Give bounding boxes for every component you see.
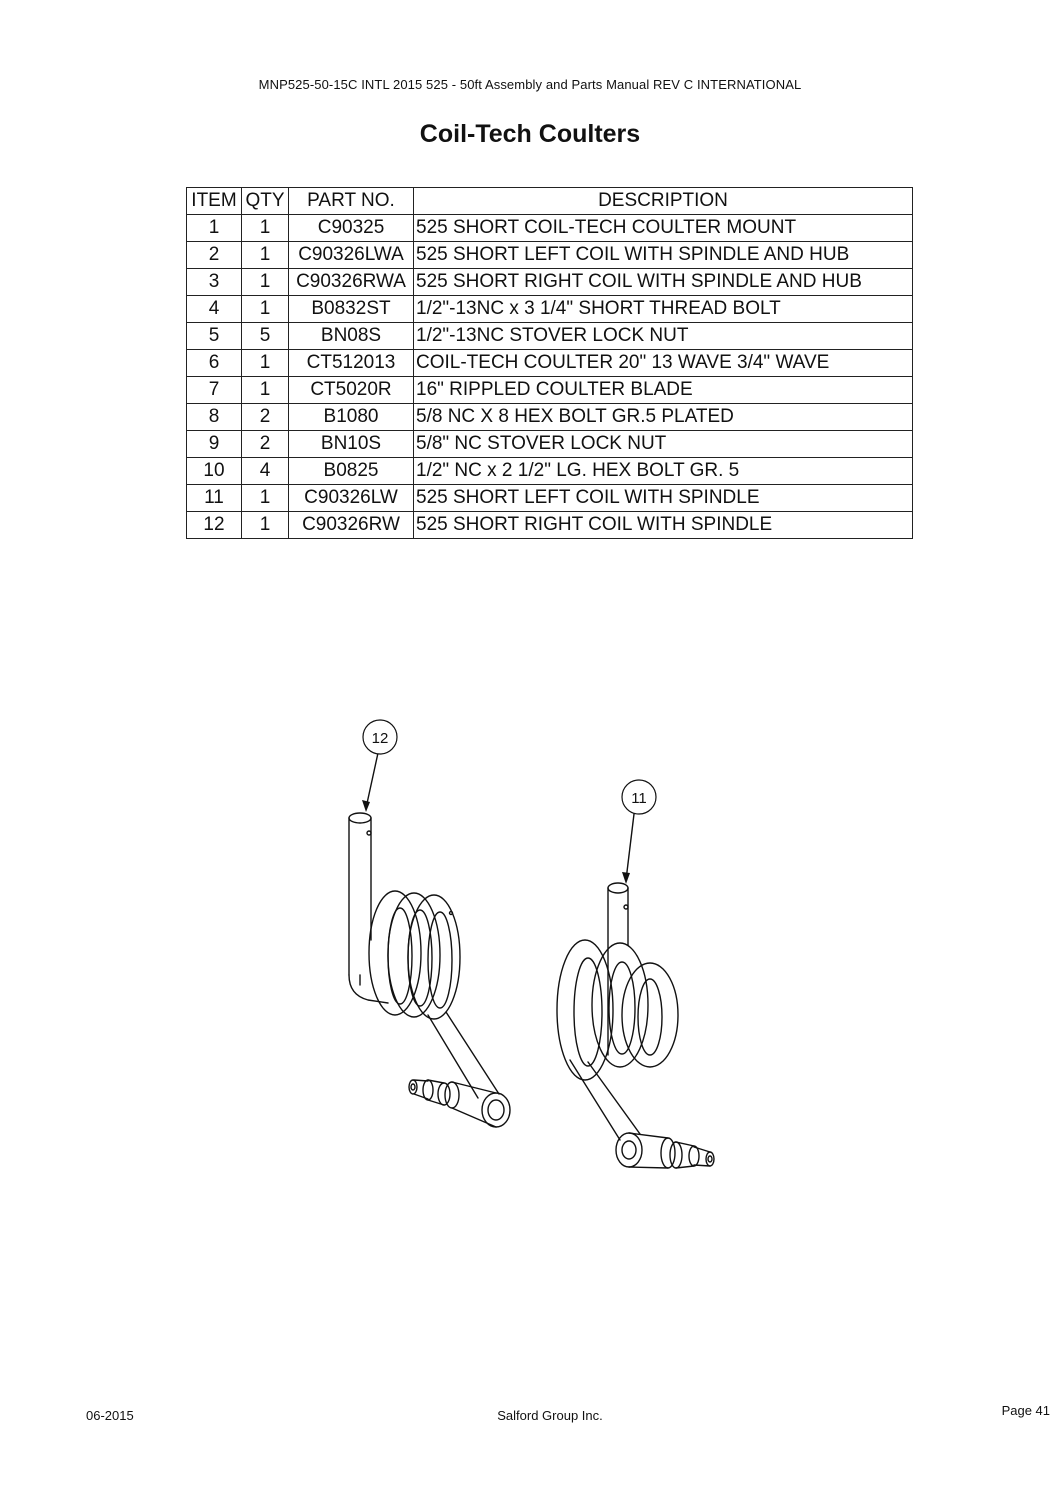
footer-company: Salford Group Inc. — [497, 1408, 603, 1423]
callout-12: 12 — [362, 719, 398, 755]
cell-qty: 1 — [241, 511, 289, 539]
callout-leader-12 — [365, 752, 379, 809]
cell-qty: 1 — [241, 241, 289, 269]
right-coil-spindle-drawing — [348, 812, 511, 1128]
cell-item: 5 — [186, 322, 242, 350]
page-title: Coil-Tech Coulters — [419, 120, 641, 148]
coil-assembly-drawing: 12 11 — [348, 719, 715, 1169]
cell-qty: 1 — [241, 268, 289, 296]
cell-description: 1/2" NC x 2 1/2" LG. HEX BOLT GR. 5 — [413, 457, 913, 485]
cell-item: 8 — [186, 403, 242, 431]
cell-qty: 5 — [241, 322, 289, 350]
column-header-description: DESCRIPTION — [413, 187, 913, 215]
cell-qty: 1 — [241, 349, 289, 377]
cell-part-no: C90326RW — [288, 511, 414, 539]
cell-item: 3 — [186, 268, 242, 296]
cell-item: 1 — [186, 214, 242, 242]
cell-item: 12 — [186, 511, 242, 539]
cell-qty: 1 — [241, 484, 289, 512]
cell-item: 2 — [186, 241, 242, 269]
cell-item: 11 — [186, 484, 242, 512]
callout-11-label: 11 — [631, 790, 647, 807]
cell-description: COIL-TECH COULTER 20" 13 WAVE 3/4" WAVE — [413, 349, 913, 377]
cell-description: 5/8" NC STOVER LOCK NUT — [413, 430, 913, 458]
column-header-qty: QTY — [241, 187, 289, 215]
cell-description: 525 SHORT LEFT COIL WITH SPINDLE AND HUB — [413, 241, 913, 269]
cell-part-no: C90326RWA — [288, 268, 414, 296]
cell-part-no: B0825 — [288, 457, 414, 485]
footer-date: 06-2015 — [86, 1408, 134, 1423]
column-header-item: ITEM — [186, 187, 242, 215]
cell-part-no: B0832ST — [288, 295, 414, 323]
cell-part-no: B1080 — [288, 403, 414, 431]
callout-11: 11 — [621, 779, 657, 815]
left-coil-spindle-drawing — [556, 882, 715, 1169]
cell-part-no: CT512013 — [288, 349, 414, 377]
cell-item: 4 — [186, 295, 242, 323]
cell-description: 525 SHORT LEFT COIL WITH SPINDLE — [413, 484, 913, 512]
callout-leader-11 — [625, 813, 635, 881]
cell-part-no: C90326LWA — [288, 241, 414, 269]
table-header-row: ITEM QTY PART NO. DESCRIPTION — [186, 187, 913, 215]
cell-qty: 1 — [241, 214, 289, 242]
cell-qty: 2 — [241, 430, 289, 458]
cell-part-no: C90326LW — [288, 484, 414, 512]
cell-description: 525 SHORT RIGHT COIL WITH SPINDLE AND HU… — [413, 268, 913, 296]
callout-12-label: 12 — [372, 730, 389, 747]
cell-description: 1/2"-13NC STOVER LOCK NUT — [413, 322, 913, 350]
document-header: MNP525-50-15C INTL 2015 525 - 50ft Assem… — [258, 77, 802, 92]
cell-part-no: BN10S — [288, 430, 414, 458]
cell-item: 9 — [186, 430, 242, 458]
cell-part-no: CT5020R — [288, 376, 414, 404]
cell-part-no: BN08S — [288, 322, 414, 350]
cell-description: 525 SHORT COIL-TECH COULTER MOUNT — [413, 214, 913, 242]
cell-part-no: C90325 — [288, 214, 414, 242]
cell-qty: 1 — [241, 295, 289, 323]
cell-item: 7 — [186, 376, 242, 404]
cell-description: 525 SHORT RIGHT COIL WITH SPINDLE — [413, 511, 913, 539]
arrowhead-12 — [362, 800, 370, 812]
column-header-part-no: PART NO. — [288, 187, 414, 215]
cell-item: 6 — [186, 349, 242, 377]
cell-qty: 2 — [241, 403, 289, 431]
footer-page-number: Page 41 — [1001, 1403, 1050, 1418]
cell-description: 1/2"-13NC x 3 1/4" SHORT THREAD BOLT — [413, 295, 913, 323]
cell-description: 16" RIPPLED COULTER BLADE — [413, 376, 913, 404]
cell-qty: 4 — [241, 457, 289, 485]
cell-qty: 1 — [241, 376, 289, 404]
cell-item: 10 — [186, 457, 242, 485]
cell-description: 5/8 NC X 8 HEX BOLT GR.5 PLATED — [413, 403, 913, 431]
arrowhead-11 — [622, 872, 630, 884]
